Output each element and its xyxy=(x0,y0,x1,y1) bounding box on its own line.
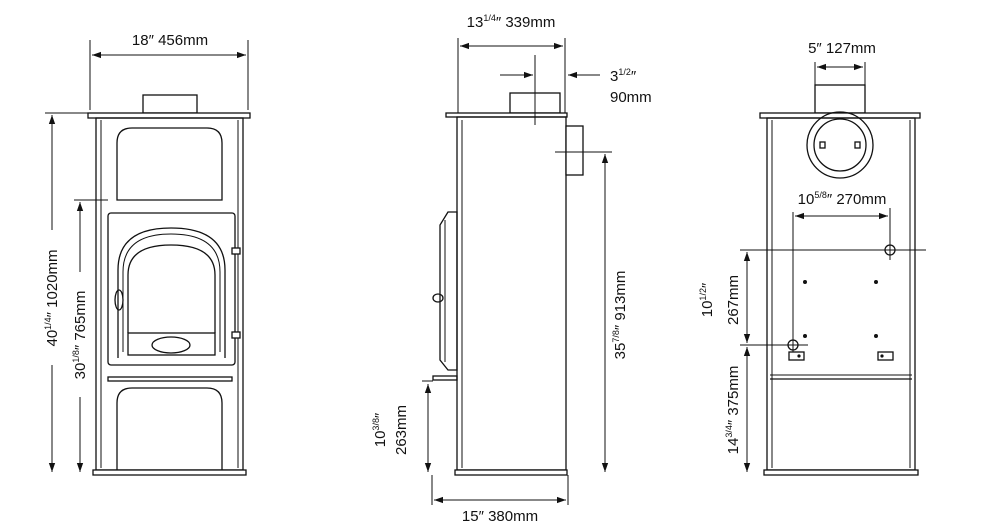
rear-view: 5″ 127mm 105/8″ 270mm 101/2″ 267mm 143/4… xyxy=(698,40,926,476)
rear-bracket-left xyxy=(788,351,805,361)
hearth-height-mm: 263mm xyxy=(393,405,410,455)
hole-vertical-mm: 267mm xyxy=(725,275,742,325)
hinge-top xyxy=(231,247,241,255)
rear-bracket-right xyxy=(877,351,894,361)
air-vent-plate xyxy=(127,332,216,356)
hinge-bottom xyxy=(231,331,241,339)
side-shelf xyxy=(432,375,458,381)
air-vent-knob xyxy=(151,336,191,354)
base-depth-label: 15″ 380mm xyxy=(462,508,538,525)
front-width-label: 18″ 456mm xyxy=(132,32,208,49)
side-depth-label: 131/4″ 339mm xyxy=(467,13,556,31)
hearth-height-inches: 103/8″ xyxy=(371,412,389,447)
door-handle xyxy=(114,289,124,311)
rear-outlet-ring xyxy=(806,111,874,179)
front-shelf xyxy=(107,376,233,382)
rear-outlet xyxy=(565,125,584,176)
front-plinth xyxy=(92,469,247,476)
side-stove-body xyxy=(456,116,567,471)
door-arch xyxy=(117,227,226,358)
side-door-handle xyxy=(432,293,444,303)
rear-flue-collar xyxy=(814,84,866,114)
front-door-frame xyxy=(107,212,236,366)
flue-diameter-label: 5″ 127mm xyxy=(808,40,876,57)
front-flue-collar xyxy=(142,94,198,114)
side-view: 131/4″ 339mm 31/2″90mm 357/8″ 913mm 103/… xyxy=(371,13,652,525)
rear-top-plate xyxy=(759,112,921,119)
rear-outlet-plate xyxy=(813,118,867,172)
hole-spacing-label: 105/8″ 270mm xyxy=(798,190,887,208)
front-top-plate xyxy=(87,112,251,119)
door-height-label: 301/8″ 765mm xyxy=(71,291,89,380)
front-lower-panel xyxy=(116,387,223,470)
door-glass xyxy=(127,244,216,333)
rear-plinth xyxy=(763,469,919,476)
front-top-panel xyxy=(116,127,223,201)
front-view: 18″ 456mm 401/4″ 1020mm 301/8″ 765mm xyxy=(43,32,251,476)
front-height-label: 401/4″ 1020mm xyxy=(43,249,61,346)
hole-height-label: 143/4″ 375mm xyxy=(724,366,742,455)
side-plinth xyxy=(454,469,568,476)
flue-offset-label: 31/2″90mm xyxy=(610,67,652,106)
hole-vertical-inches: 101/2″ xyxy=(698,282,716,317)
side-door-profile xyxy=(439,211,458,371)
rear-outlet-height-label: 357/8″ 913mm xyxy=(611,271,629,360)
